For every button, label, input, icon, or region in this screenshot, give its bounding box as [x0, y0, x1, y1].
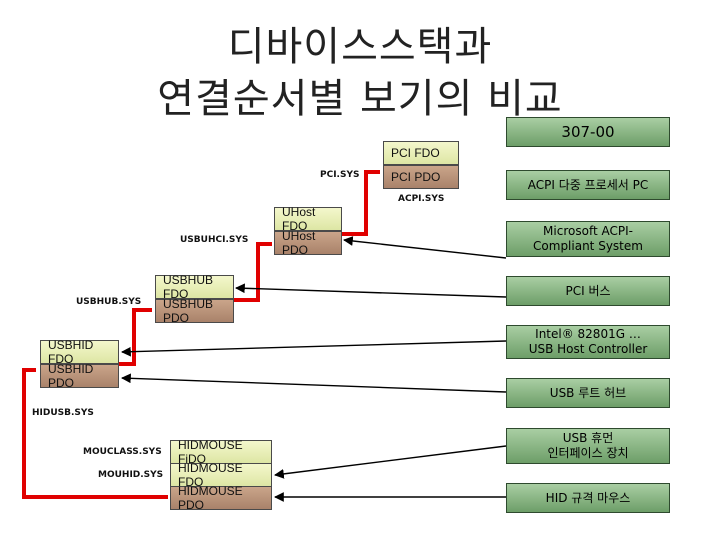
usbhub-fdo-box: USBHUB FDO [155, 273, 234, 301]
conn-node-label: ACPI 다중 프로세서 PC [527, 177, 649, 192]
conn-node-label-2: 인터페이스 장치 [547, 446, 629, 460]
conn-node-usb-hid: USB 휴먼 인터페이스 장치 [506, 428, 670, 464]
pci-sys-label: PCI.SYS [320, 170, 360, 180]
conn-node-hid-mouse: HID 규격 마우스 [506, 483, 670, 513]
stack-connector [22, 170, 380, 499]
conn-node-label: HID 규격 마우스 [545, 490, 631, 505]
conn-node-label: 307-00 [561, 122, 615, 141]
mapping-arrows [121, 236, 507, 502]
hidusb-sys-label: HIDUSB.SYS [32, 408, 94, 418]
conn-node-pci-bus: PCI 버스 [506, 276, 670, 306]
conn-node-computer: 307-00 [506, 117, 670, 147]
conn-node-acpi-system: Microsoft ACPI- Compliant System [506, 221, 670, 257]
uhost-fdo-box: UHost FDO [274, 205, 342, 233]
usbhub-pdo-box: USBHUB PDO [155, 297, 234, 325]
conn-node-label: USB 루트 허브 [549, 385, 627, 400]
pci-fdo-box: PCI FDO [383, 141, 459, 165]
hidmouse-fido-box: HIDMOUSE FiDO [170, 438, 272, 466]
usbhid-fdo-box: USBHID FDO [40, 338, 119, 366]
usbuhci-sys-label: USBUHCI.SYS [180, 235, 249, 245]
uhost-pdo-box: UHost PDO [274, 229, 342, 257]
acpi-sys-label: ACPI.SYS [398, 194, 445, 204]
mouclass-sys-label: MOUCLASS.SYS [83, 447, 162, 457]
title-line-2: 연결순서별 보기의 비교 [157, 76, 563, 122]
conn-node-usb-host-controller: Intel® 82801G … USB Host Controller [506, 325, 670, 359]
pci-pdo-box: PCI PDO [383, 165, 459, 189]
hidmouse-fdo-box: HIDMOUSE FDO [170, 461, 272, 489]
conn-node-label: Intel® 82801G … [535, 327, 641, 341]
mouhid-sys-label: MOUHID.SYS [98, 470, 164, 480]
conn-node-label: USB 휴먼 [562, 431, 614, 445]
hidmouse-pdo-box: HIDMOUSE PDO [170, 484, 272, 512]
usbhub-sys-label: USBHUB.SYS [76, 297, 142, 307]
conn-node-usb-root-hub: USB 루트 허브 [506, 378, 670, 408]
conn-node-acpi-pc: ACPI 다중 프로세서 PC [506, 170, 670, 200]
conn-node-label-2: Compliant System [533, 239, 643, 253]
conn-node-label-2: USB Host Controller [528, 342, 648, 356]
title-line-1: 디바이스스택과 [227, 24, 493, 70]
conn-node-label: PCI 버스 [565, 283, 611, 298]
conn-node-label: Microsoft ACPI- [543, 224, 633, 238]
usbhid-pdo-box: USBHID PDO [40, 362, 119, 390]
